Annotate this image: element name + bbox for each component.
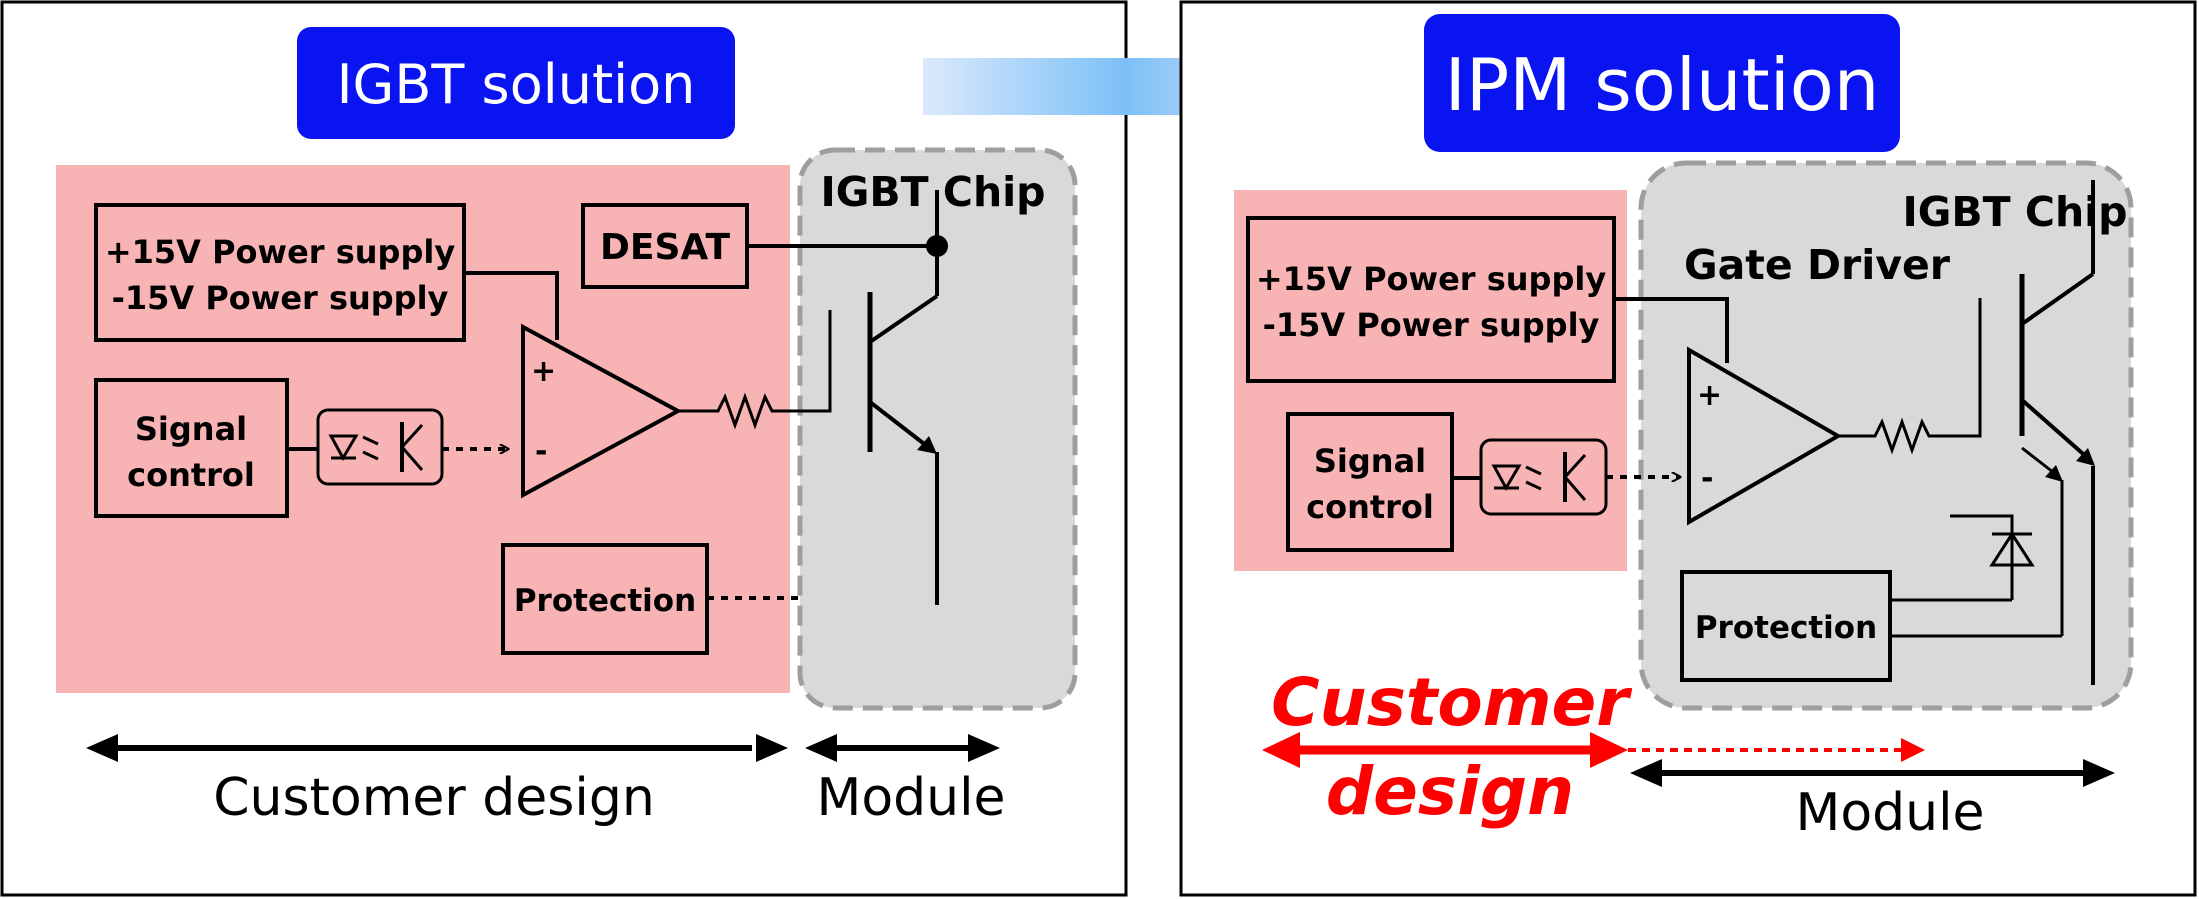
igbt-solution-title: IGBT solution [337,53,696,116]
customer-design-extension-head [1901,738,1925,762]
resistor-symbol [678,310,832,430]
supply-wire [464,271,559,340]
power-supply-line1: +15V Power supply [105,233,455,271]
power-supply-line1: +15V Power supply [1256,260,1606,298]
svg-text:+: + [531,354,556,389]
right-arrow-icon [923,14,1330,154]
svg-text:-: - [535,434,547,469]
signal-control-line2: control [127,456,255,494]
protection-box [1680,570,1892,682]
svg-text:+: + [1697,378,1722,413]
customer-design-label: Customer design [213,768,655,828]
igbt-symbol [867,292,939,605]
igbt-chip-label: IGBT Chip [1902,188,2127,236]
customer-design-line2: design [1326,753,1574,830]
customer-design-span-arrow [1262,732,1628,768]
diode-symbol [1950,514,2035,600]
op-amp-symbol: + - [521,323,683,499]
ipm-solution-title: IPM solution [1445,43,1880,127]
resistor-symbol [1838,298,1982,455]
supply-wire [1614,297,1729,363]
signal-control-line1: Signal [1314,442,1426,480]
igbt-symbol [2019,180,2095,685]
ipm-solution-panel: IPM solution IGBT Chip Gate Driver +15V … [1179,0,2197,897]
power-supply-line2: -15V Power supply [112,279,449,317]
module-area [797,147,1078,711]
igbt-chip-label: IGBT Chip [820,168,1045,216]
customer-design-area [56,165,790,693]
module-span-arrow [805,734,1000,762]
module-span-arrow [1630,759,2115,787]
ipm-title-box [1424,14,1900,152]
module-label: Module [816,768,1005,828]
power-supply-line2: -15V Power supply [1263,306,1600,344]
signal-control-line1: Signal [135,410,247,448]
module-label: Module [1795,783,1984,843]
svg-text:-: - [1701,461,1713,496]
protection-label: Protection [514,583,696,619]
gate-driver-label: Gate Driver [1684,241,1951,289]
op-amp-symbol: + - [1687,346,1843,526]
optocoupler-symbol [316,408,444,486]
igbt-solution-panel: IGBT solution IGBT Chip +15V Power suppl… [0,0,1128,897]
signal-control-line2: control [1306,488,1434,526]
protection-label: Protection [1695,610,1877,646]
igbt-title-box [297,27,735,139]
signal-control-box [1286,412,1454,552]
customer-design-line1: Customer [1271,664,1632,741]
desat-label: DESAT [600,227,730,268]
customer-design-span-arrow [86,734,788,762]
